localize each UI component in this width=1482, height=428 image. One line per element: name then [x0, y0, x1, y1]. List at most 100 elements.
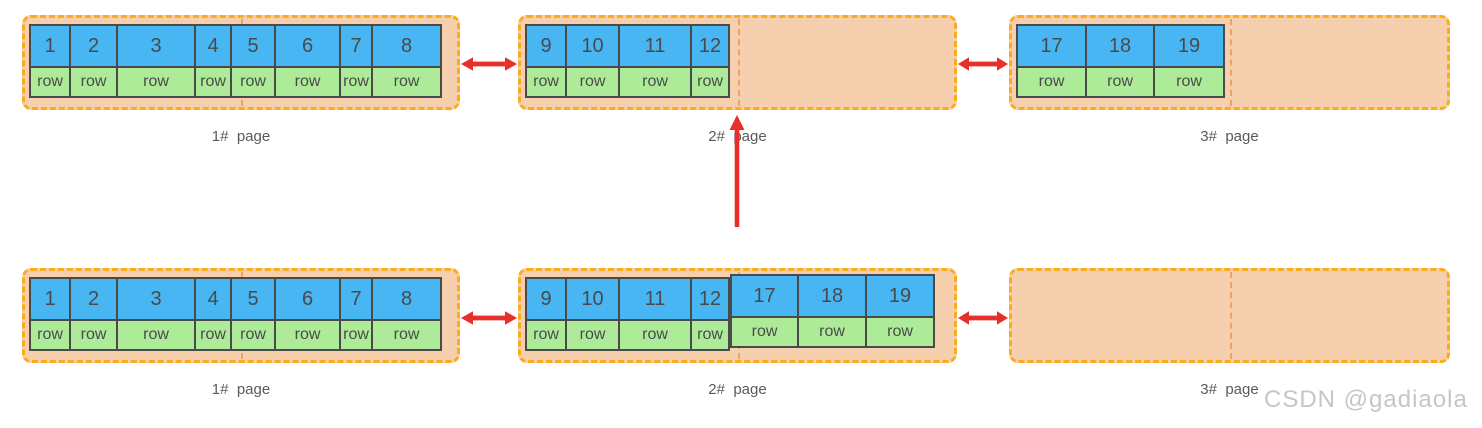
record-row: row [618, 319, 692, 351]
page-half-divider [1229, 19, 1232, 106]
record-id: 17 [730, 274, 799, 318]
record-id: 3 [116, 24, 196, 68]
row-move-up-arrow [729, 115, 745, 227]
record-row: row [525, 66, 567, 98]
record-row: row [730, 316, 799, 348]
record-row: row [1085, 66, 1155, 98]
record-id: 6 [274, 277, 341, 321]
record-row: row [339, 319, 373, 351]
record-id: 11 [618, 24, 692, 68]
page-link-arrow-top-1-2 [461, 57, 517, 71]
record-row: row [525, 319, 567, 351]
record-row: row [690, 319, 730, 351]
record-id: 7 [339, 277, 373, 321]
record-id: 10 [565, 24, 620, 68]
record-row: row [116, 66, 196, 98]
page-link-arrow-bottom-1-2 [461, 311, 517, 325]
record-row: row [116, 319, 196, 351]
csdn-watermark: CSDN @gadiaola [1264, 386, 1468, 413]
record-id: 9 [525, 24, 567, 68]
record-id: 17 [1016, 24, 1087, 68]
record-id: 6 [274, 24, 341, 68]
record-row: row [690, 66, 730, 98]
record-row: row [865, 316, 935, 348]
record-id: 11 [618, 277, 692, 321]
record-id: 5 [230, 277, 276, 321]
record-row: row [274, 66, 341, 98]
record-row: row [69, 319, 118, 351]
page-label: 2# page [708, 381, 767, 398]
record-row: row [69, 66, 118, 98]
record-row: row [274, 319, 341, 351]
page-label: 2# page [708, 128, 767, 145]
record-id: 2 [69, 24, 118, 68]
record-row: row [1153, 66, 1225, 98]
page-label: 1# page [211, 128, 271, 145]
record-id: 18 [797, 274, 867, 318]
page-half-divider [737, 19, 740, 106]
record-row: row [29, 66, 71, 98]
page-label: 1# page [211, 381, 271, 398]
record-id: 3 [116, 277, 196, 321]
record-id: 7 [339, 24, 373, 68]
record-row: row [797, 316, 867, 348]
page-link-arrow-top-2-3 [958, 57, 1008, 71]
record-row: row [565, 319, 620, 351]
record-row: row [194, 319, 232, 351]
record-row: row [618, 66, 692, 98]
record-row: row [1016, 66, 1087, 98]
record-id: 10 [565, 277, 620, 321]
record-row: row [230, 319, 276, 351]
record-id: 8 [371, 277, 442, 321]
record-id: 4 [194, 24, 232, 68]
record-row: row [371, 319, 442, 351]
record-row: row [194, 66, 232, 98]
page-container-bottom-3: 3# page [1009, 268, 1450, 398]
page-link-arrow-bottom-2-3 [958, 311, 1008, 325]
record-id: 12 [690, 24, 730, 68]
record-row: row [339, 66, 373, 98]
page-label: 3# page [1200, 128, 1259, 145]
record-id: 9 [525, 277, 567, 321]
record-row: row [230, 66, 276, 98]
record-id: 18 [1085, 24, 1155, 68]
record-id: 19 [1153, 24, 1225, 68]
